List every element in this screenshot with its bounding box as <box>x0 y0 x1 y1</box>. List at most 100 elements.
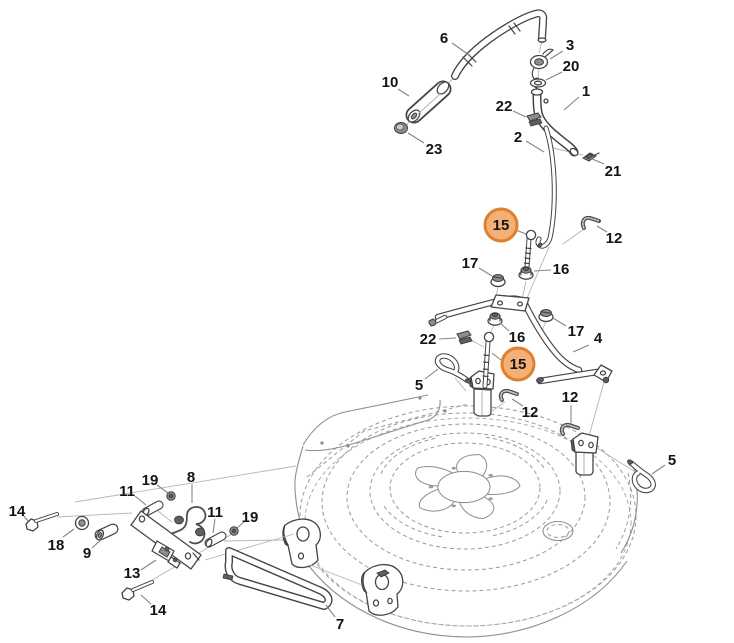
callout-part-17[interactable]: 17 <box>552 317 585 340</box>
leader-line <box>140 594 152 605</box>
part-number-label: 13 <box>124 565 141 582</box>
part-12-spring-pin-drawing <box>580 215 601 230</box>
part-number-label: 12 <box>606 230 623 247</box>
deck-bracket-drawing <box>282 518 322 569</box>
callout-part-4[interactable]: 4 <box>572 330 603 353</box>
callout-part-19[interactable]: 19 <box>142 472 169 494</box>
deck-bracket-drawing <box>361 563 404 616</box>
callout-part-21[interactable]: 21 <box>589 157 622 180</box>
leader-line <box>407 132 425 144</box>
leader-line <box>397 88 410 97</box>
part-number-label: 19 <box>242 509 259 526</box>
leader-line <box>572 344 590 353</box>
callout-part-6[interactable]: 6 <box>440 30 470 56</box>
part-number-label: 10 <box>382 74 399 91</box>
part-14-bolt-drawing <box>25 512 59 532</box>
callout-part-19[interactable]: 19 <box>236 509 259 529</box>
fan-blade-drawing <box>381 437 547 537</box>
part-number-label: 14 <box>150 602 167 619</box>
callout-part-5[interactable]: 5 <box>415 368 439 394</box>
part-mount-tower-drawing <box>570 432 599 476</box>
part-number-label: 6 <box>440 30 448 47</box>
part-number-label: 23 <box>426 141 443 158</box>
callout-part-22[interactable]: 22 <box>496 98 527 118</box>
leader-line <box>499 322 510 332</box>
leader-line <box>512 110 527 118</box>
part-22-clamp-drawing <box>456 330 473 345</box>
part-number-label: 22 <box>420 331 437 348</box>
callout-part-11[interactable]: 11 <box>207 504 223 534</box>
part-10-grip-drawing <box>406 80 451 124</box>
callout-part-12[interactable]: 12 <box>511 398 539 421</box>
callout-part-15-highlighted[interactable]: 15 <box>491 346 536 382</box>
leader-line <box>589 157 605 165</box>
callout-part-8[interactable]: 8 <box>187 469 195 503</box>
callout-part-2[interactable]: 2 <box>514 129 545 153</box>
part-number-label: 22 <box>496 98 513 115</box>
part-1-elbow-tube-drawing <box>530 88 580 157</box>
leader-line <box>156 484 169 494</box>
callout-part-12[interactable]: 12 <box>562 389 579 424</box>
part-number-label: 7 <box>336 616 344 633</box>
leader-line <box>545 71 563 81</box>
part-17-nut-drawing <box>538 309 554 323</box>
callout-part-23[interactable]: 23 <box>407 132 443 158</box>
part-number-label: 11 <box>207 504 223 521</box>
callout-part-1[interactable]: 1 <box>563 83 590 111</box>
part-number-label: 16 <box>553 261 570 278</box>
callout-part-16[interactable]: 16 <box>533 261 570 278</box>
part-11-pin-drawing <box>205 536 222 548</box>
part-number-label: 5 <box>668 452 676 469</box>
part-number-label: 12 <box>522 404 539 421</box>
part-number-label: 5 <box>415 377 423 394</box>
part-12-spring-pin-drawing <box>559 422 580 436</box>
callout-part-17[interactable]: 17 <box>462 255 493 277</box>
part-number-label: 11 <box>119 483 135 500</box>
part-17-nut-drawing <box>490 274 506 288</box>
leader-line <box>236 520 246 529</box>
callout-part-12[interactable]: 12 <box>596 225 623 247</box>
callout-part-3[interactable]: 3 <box>549 37 574 60</box>
part-13-bracket-plate-drawing <box>130 510 202 570</box>
callout-part-5[interactable]: 5 <box>651 452 676 475</box>
callout-part-10[interactable]: 10 <box>382 74 410 97</box>
part-number-label: 8 <box>187 469 195 486</box>
part-9-bushing-drawing <box>95 529 113 541</box>
leader-line <box>212 518 216 534</box>
leader-line <box>424 368 439 380</box>
part-number-label: 3 <box>566 37 574 54</box>
leader-line <box>62 528 75 538</box>
part-12-spring-pin-drawing <box>498 388 519 402</box>
callout-part-14[interactable]: 14 <box>140 594 167 619</box>
part-number-label: 17 <box>462 255 479 272</box>
leader-line <box>478 267 493 277</box>
part-20-washer-drawing <box>529 78 547 88</box>
part-number-label: 14 <box>9 503 26 520</box>
callout-part-13[interactable]: 13 <box>124 559 157 582</box>
callout-part-9[interactable]: 9 <box>83 538 103 562</box>
part-3-throttle-drawing <box>529 48 554 89</box>
callout-part-7[interactable]: 7 <box>325 604 344 633</box>
part-number-label: 21 <box>605 163 622 180</box>
leader-line <box>596 225 608 233</box>
callout-part-18[interactable]: 18 <box>48 528 75 554</box>
leader-line <box>525 140 545 153</box>
callout-part-14[interactable]: 14 <box>9 503 29 522</box>
part-21-clip-drawing <box>582 152 600 162</box>
deck-hole <box>542 520 574 542</box>
part-mount-tower-drawing <box>468 370 495 417</box>
part-4-cross-brace-drawing <box>428 294 613 383</box>
callout-part-22[interactable]: 22 <box>420 331 457 348</box>
callout-part-16[interactable]: 16 <box>499 322 525 346</box>
callout-part-11[interactable]: 11 <box>119 483 147 506</box>
leader-line <box>325 604 336 618</box>
leader-line <box>511 398 524 407</box>
part-number-label: 17 <box>568 323 585 340</box>
callout-part-20[interactable]: 20 <box>545 58 579 81</box>
part-18-nut-drawing <box>74 515 90 531</box>
part-5-handle-loop-drawing <box>627 459 653 490</box>
leader-line <box>563 96 580 111</box>
callout-part-15-highlighted[interactable]: 15 <box>483 207 527 243</box>
